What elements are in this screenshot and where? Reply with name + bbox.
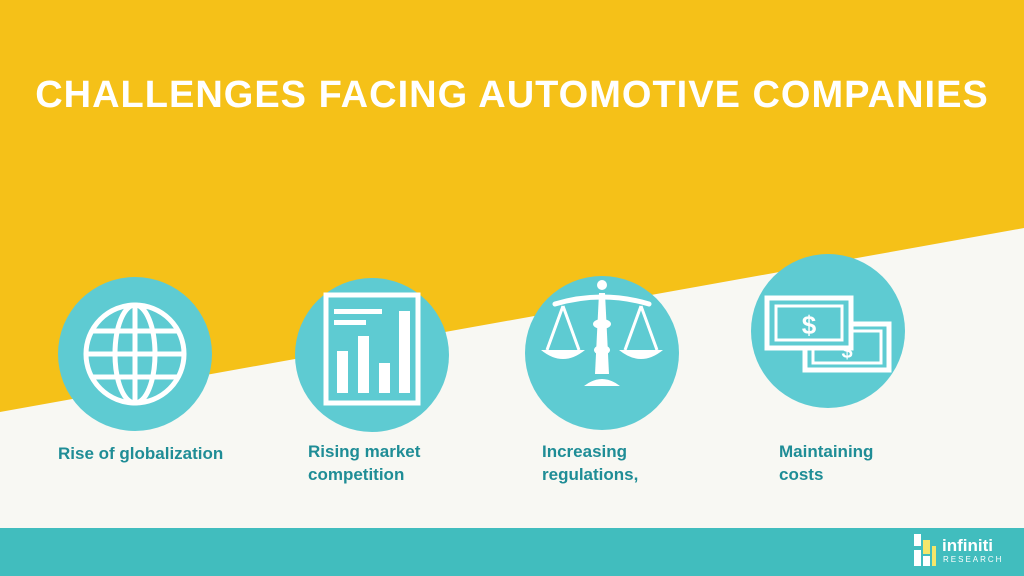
bar-chart-icon: [323, 292, 421, 406]
chart-circle: [295, 278, 449, 432]
globe-circle: [58, 277, 212, 431]
page-title: CHALLENGES FACING AUTOMOTIVE COMPANIES: [35, 74, 989, 116]
label-increasing-regulations: Increasing regulations,: [542, 442, 639, 484]
money-circle: $ $: [751, 254, 905, 408]
scales-icon: [541, 280, 663, 386]
label-rising-market-competition: Rising market competition: [308, 442, 421, 484]
svg-text:$: $: [802, 310, 817, 340]
logo-mark-icon: [914, 534, 936, 566]
infiniti-research-logo: infiniti RESEARCH: [912, 530, 1016, 572]
label-rise-of-globalization: Rise of globalization: [58, 444, 224, 463]
label-maintaining-costs: Maintaining costs: [779, 442, 874, 484]
svg-text:$: $: [841, 341, 852, 363]
money-icon: $ $: [764, 295, 892, 373]
logo-subtitle: RESEARCH: [943, 555, 1004, 564]
scales-circle: [525, 276, 679, 430]
footer-bar: [0, 528, 1024, 576]
globe-icon: [83, 302, 187, 406]
logo-word: infiniti: [942, 536, 993, 555]
